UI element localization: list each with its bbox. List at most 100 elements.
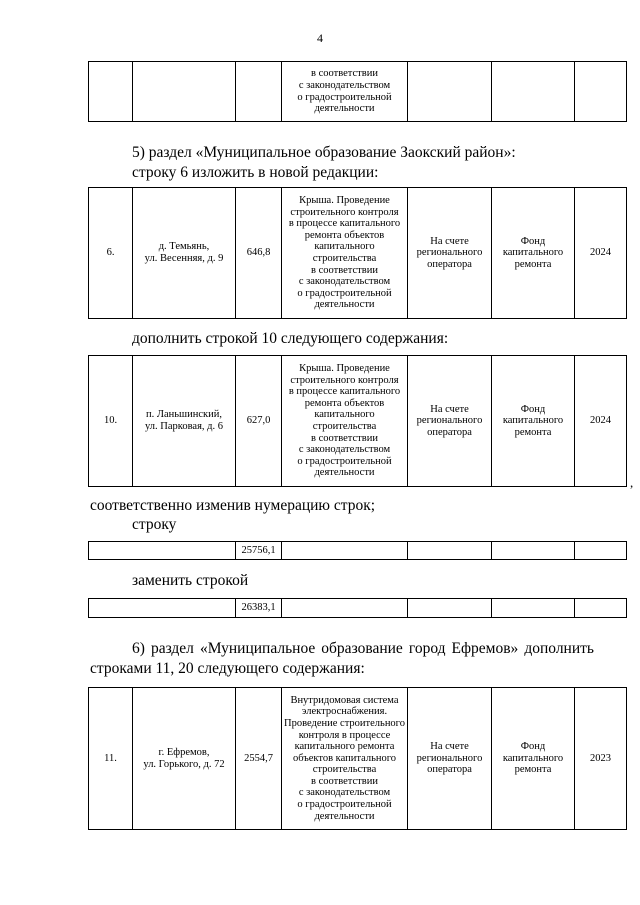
cell-line: с законодательством [298, 276, 391, 288]
cell-year [574, 598, 627, 618]
cell-line: На счете [430, 741, 469, 753]
cell-line: ул. Парковая, д. 6 [145, 421, 223, 432]
cell-line: деятельности [314, 810, 375, 822]
cell-area: 26383,1 [235, 598, 282, 618]
cell-line: о градостроительной [297, 799, 392, 811]
table-row: 6. д. Темьянь, ул. Весенняя, д. 9 646,8 … [88, 187, 627, 319]
cell-num: 11. [88, 687, 133, 830]
cell-account [407, 61, 492, 122]
cell-account: На счете регионального оператора [407, 187, 492, 319]
section-6-instruction: строками 11, 20 следующего содержания: [90, 660, 365, 677]
cell-num: 6. [88, 187, 133, 319]
cell-line: оператора [427, 426, 472, 438]
cell-source [491, 61, 575, 122]
cell-account [407, 598, 492, 618]
cell-label [88, 541, 236, 560]
cell-line: с законодательством [298, 79, 391, 91]
cell-line: оператора [427, 258, 472, 270]
cell-line: ремонта [514, 426, 552, 438]
cell-work: в соответствии с законодательством о гра… [281, 61, 408, 122]
cell-area: 25756,1 [235, 541, 282, 560]
cell-line: электроснабжения. [301, 706, 388, 718]
cell-line: ремонта [514, 764, 552, 776]
cell-line: объектов капитального [292, 752, 397, 764]
cell-source [491, 541, 575, 560]
cell-line: капитального [502, 752, 564, 764]
cell-line: Крыша. Проведение [299, 363, 390, 375]
cell-work [281, 598, 408, 618]
table-row-10: 10. п. Ланьшинский, ул. Парковая, д. 6 6… [88, 355, 627, 487]
cell-num: 10. [88, 355, 133, 487]
table-row-11: 11. г. Ефремов, ул. Горького, д. 72 2554… [88, 687, 627, 830]
cell-account: На счете регионального оператора [407, 355, 492, 487]
cell-line: в соответствии [311, 68, 378, 80]
cell-line: Крыша. Проведение [299, 195, 390, 207]
cell-area: 627,0 [235, 355, 282, 487]
cell-line: Фонд [520, 403, 546, 415]
trailing-comma: , [630, 475, 634, 490]
cell-line: ул. Горького, д. 72 [143, 758, 225, 770]
cell-line: о градостроительной [297, 91, 392, 103]
cell-source [491, 598, 575, 618]
page-number: 4 [317, 31, 323, 45]
table-row: 26383,1 [88, 598, 627, 618]
cell-line: деятельности [314, 299, 375, 311]
cell-line: Фонд [520, 741, 546, 753]
table-continuation: в соответствии с законодательством о гра… [88, 61, 627, 122]
cell-account: На счете регионального оператора [407, 687, 492, 830]
table-row: 10. п. Ланьшинский, ул. Парковая, д. 6 6… [88, 355, 627, 487]
cell-line: с законодательством [298, 787, 391, 799]
cell-line: строительства [312, 764, 377, 776]
table-row: в соответствии с законодательством о гра… [88, 61, 627, 122]
cell-line: регионального [416, 247, 483, 259]
cell-work [281, 541, 408, 560]
table-row-6: 6. д. Темьянь, ул. Весенняя, д. 9 646,8 … [88, 187, 627, 319]
cell-line: в соответствии [311, 432, 378, 444]
cell-line: строительного контроля [290, 206, 399, 218]
cell-line: п. Ланьшинский, [145, 409, 222, 421]
cell-line: строительства [312, 421, 377, 432]
cell-year: 2024 [574, 187, 627, 319]
cell-address: г. Ефремов, ул. Горького, д. 72 [132, 687, 236, 830]
cell-line: строительного контроля [290, 374, 399, 386]
replace-instruction: заменить строкой [132, 572, 249, 589]
cell-line: Проведение строительного [284, 717, 405, 729]
cell-line: оператора [427, 764, 472, 776]
cell-year [574, 61, 627, 122]
cell-line: д. Темьянь, [158, 241, 210, 253]
cell-line: деятельности [314, 103, 375, 115]
cell-work: Внутридомовая система электроснабжения. … [281, 687, 408, 830]
cell-work: Крыша. Проведение строительного контроля… [281, 187, 408, 319]
section-5-instruction: строку 6 изложить в новой редакции: [132, 164, 379, 181]
section-6-heading: 6) раздел «Муниципальное образование гор… [132, 640, 594, 657]
cell-area [235, 61, 282, 122]
cell-line: Внутридомовая система [290, 694, 399, 706]
cell-line: в соответствии [311, 775, 378, 787]
cell-line: ремонта объектов [304, 229, 385, 241]
cell-line: в процессе капитального [288, 218, 401, 230]
section-5-heading: 5) раздел «Муниципальное образование Зао… [132, 144, 516, 161]
cell-work: Крыша. Проведение строительного контроля… [281, 355, 408, 487]
cell-line: с законодательством [298, 444, 391, 456]
table-row: 11. г. Ефремов, ул. Горького, д. 72 2554… [88, 687, 627, 830]
cell-area: 646,8 [235, 187, 282, 319]
cell-address: п. Ланьшинский, ул. Парковая, д. 6 [132, 355, 236, 487]
cell-num [88, 61, 133, 122]
cell-line: контроля в процессе [298, 729, 391, 741]
cell-source: Фонд капитального ремонта [491, 187, 575, 319]
cell-line: регионального [416, 415, 483, 427]
cell-line: строительства [312, 253, 377, 264]
cell-line: деятельности [314, 467, 375, 479]
cell-line: капитального [314, 241, 375, 253]
cell-line: ремонта [514, 258, 552, 270]
row-word: строку [132, 516, 177, 533]
cell-source: Фонд капитального ремонта [491, 687, 575, 830]
cell-year [574, 541, 627, 560]
cell-line: капитального [314, 409, 375, 421]
cell-line: капитального [502, 415, 564, 427]
cell-line: о градостроительной [297, 287, 392, 299]
add-row-10-instruction: дополнить строкой 10 следующего содержан… [132, 330, 449, 347]
table-total-old: 25756,1 [88, 541, 627, 560]
cell-line: Фонд [520, 235, 546, 247]
cell-line: капитального ремонта [294, 741, 395, 753]
